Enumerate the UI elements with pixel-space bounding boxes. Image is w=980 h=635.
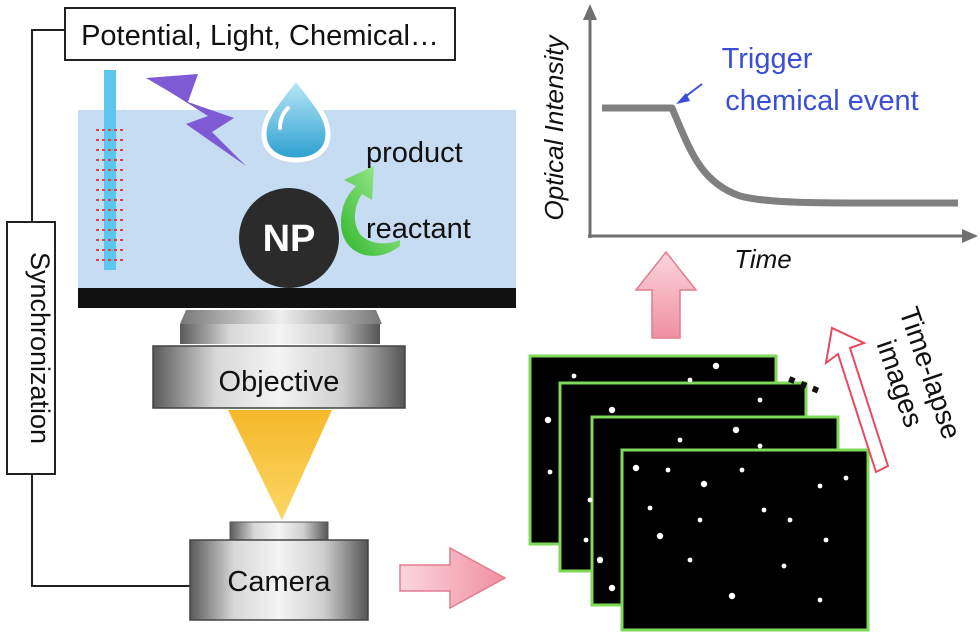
x-axis-arrowhead xyxy=(962,229,978,243)
light-cone xyxy=(228,410,332,520)
bright-spot xyxy=(596,556,604,564)
bright-spot xyxy=(544,416,552,424)
bright-spot xyxy=(583,537,589,543)
bright-spot xyxy=(587,497,593,503)
lightning-bolt-icon xyxy=(146,74,246,166)
bright-spot xyxy=(732,426,740,434)
camera-lens xyxy=(229,521,329,541)
bright-spot xyxy=(757,397,763,403)
bright-spot xyxy=(547,469,553,475)
bright-spot xyxy=(728,592,736,600)
bright-spot xyxy=(700,480,708,488)
bright-spot xyxy=(571,373,577,379)
bright-spot xyxy=(608,584,616,592)
reaction-arrow-icon xyxy=(340,166,400,256)
stimulus-box xyxy=(64,7,456,61)
image-stack xyxy=(528,354,870,632)
up-arrow-icon xyxy=(634,250,698,339)
np-label: NP xyxy=(263,218,316,260)
bright-spot xyxy=(843,475,849,481)
bright-spot xyxy=(739,467,745,473)
bright-spot xyxy=(697,517,703,523)
reactant-label: reactant xyxy=(366,213,471,245)
bright-spot xyxy=(632,464,640,472)
bright-spot xyxy=(757,443,763,449)
annotation-line1: Trigger xyxy=(722,43,813,75)
y-axis-label: Optical Intensity xyxy=(539,34,569,221)
annotation-pointer-head xyxy=(676,93,690,104)
x-axis-label: Time xyxy=(734,244,792,274)
time-lapse-arrow-icon xyxy=(824,326,890,474)
bright-spot xyxy=(817,597,823,603)
substrate xyxy=(78,288,516,308)
bright-spot xyxy=(687,557,693,563)
product-label: product xyxy=(366,137,463,169)
intensity-plot: Optical Intensity Time Trigger chemical … xyxy=(539,4,978,274)
objective-cap xyxy=(180,324,380,344)
bright-spot xyxy=(677,437,683,443)
electrode xyxy=(96,70,124,270)
objective-top xyxy=(180,310,382,324)
bright-spot xyxy=(761,507,767,513)
nanoparticle xyxy=(239,188,339,288)
right-arrow-icon xyxy=(399,546,507,610)
sync-box xyxy=(6,221,56,475)
objective-body xyxy=(152,345,406,409)
droplet-icon xyxy=(261,73,331,163)
bright-spot xyxy=(787,517,793,523)
intensity-curve xyxy=(602,104,959,207)
bright-spot xyxy=(687,377,693,383)
bright-spot xyxy=(712,362,720,370)
bright-spot xyxy=(823,537,829,543)
image-frame xyxy=(620,448,870,632)
bright-spot xyxy=(665,467,671,473)
camera-body xyxy=(189,539,369,621)
objective-label: Objective xyxy=(219,366,340,398)
bright-spot xyxy=(781,563,787,569)
annotation-line2: chemical event xyxy=(725,85,918,117)
bright-spot xyxy=(608,406,616,414)
y-axis-arrowhead xyxy=(583,4,597,20)
bright-spot xyxy=(647,505,653,511)
bright-spot xyxy=(817,483,823,489)
bright-spot xyxy=(656,532,664,540)
stimulus-label: Potential, Light, Chemical… xyxy=(81,20,439,52)
camera-label: Camera xyxy=(227,566,331,598)
sync-label: Synchronization xyxy=(25,252,55,444)
